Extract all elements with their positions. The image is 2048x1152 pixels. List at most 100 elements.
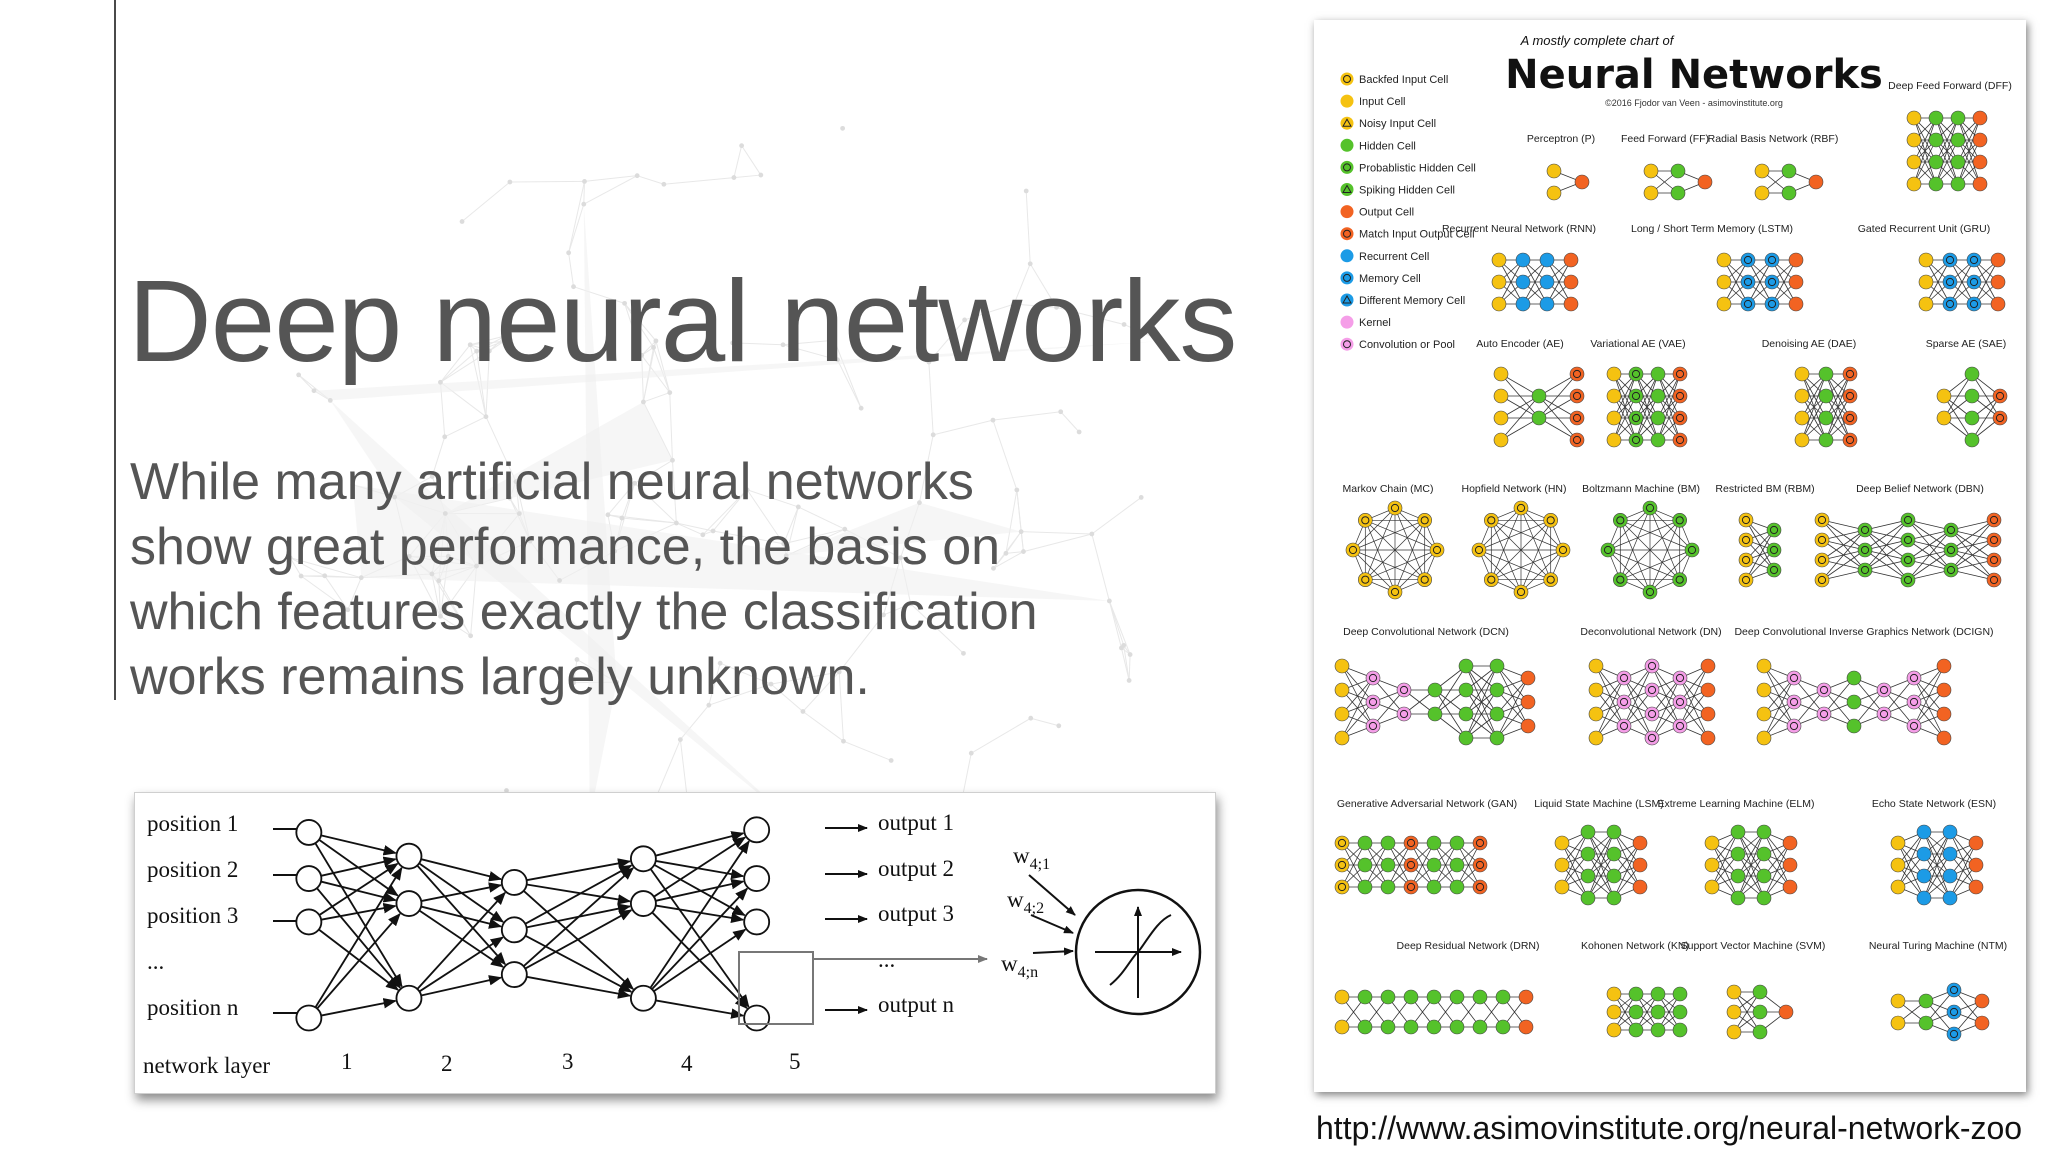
poster-cell <box>1606 366 1622 382</box>
bg-link <box>509 180 585 183</box>
network-name: Variational AE (VAE) <box>1590 338 1685 350</box>
poster-cell <box>1493 410 1509 426</box>
poster-cell <box>1569 388 1585 404</box>
poster-cell-mark <box>1516 503 1526 513</box>
poster-cell <box>1730 868 1746 884</box>
poster-cell <box>1946 982 1962 998</box>
poster-edge <box>1607 549 1651 593</box>
poster-cell <box>1752 1024 1768 1040</box>
poster-cell <box>1543 513 1558 528</box>
bg-link <box>431 436 446 477</box>
poster-cell <box>1606 388 1622 404</box>
body-line: show great performance, the basis on <box>130 518 1001 576</box>
poster-cell-mark <box>1949 985 1959 995</box>
bg-link <box>470 344 490 352</box>
poster-edge <box>1490 507 1522 580</box>
bg-dot <box>962 317 968 323</box>
poster-cell <box>1857 522 1873 538</box>
poster-edge <box>1341 701 1374 739</box>
poster-edge <box>1607 549 1680 581</box>
bg-link <box>708 663 721 706</box>
poster-cell <box>1429 542 1445 558</box>
input-label: ... <box>147 949 164 974</box>
bg-link <box>1016 489 1022 532</box>
poster-cell <box>1588 706 1604 722</box>
poster-cell <box>1842 410 1858 426</box>
poster-cell <box>1334 682 1350 698</box>
poster-cell <box>1632 835 1648 851</box>
poster-cell <box>1794 388 1810 404</box>
poster-cell <box>1426 835 1442 851</box>
input-label: position n <box>147 995 239 1020</box>
poster-cell <box>1946 1004 1962 1020</box>
poster-cell-mark <box>1819 685 1829 695</box>
source-url[interactable]: http://www.asimovinstitute.org/neural-ne… <box>1316 1110 2023 1146</box>
poster-edge <box>1613 373 1637 419</box>
bg-link <box>843 740 892 761</box>
bg-facet <box>330 400 794 822</box>
bg-dot <box>1056 723 1062 729</box>
poster-cell <box>1974 993 1990 1009</box>
poster-cell <box>1403 989 1419 1005</box>
connection-arrow <box>318 928 400 991</box>
bg-dot <box>840 125 846 131</box>
bg-dot <box>1138 495 1144 500</box>
poster-cell <box>1890 835 1906 851</box>
poster-cell-mark <box>1546 516 1555 525</box>
poster-cell <box>1606 1022 1622 1038</box>
poster-networks: Deep Feed Forward (DFF)Perceptron (P)Fee… <box>1334 80 2012 1042</box>
network-name: Gated Recurrent Unit (GRU) <box>1858 223 1990 235</box>
poster-cell <box>1417 513 1432 528</box>
legend-swatch <box>1340 138 1354 152</box>
poster-cell <box>1427 682 1443 698</box>
bg-dot <box>673 520 679 526</box>
poster-edge <box>1763 677 1795 739</box>
bg-link <box>770 671 840 685</box>
poster-cell <box>1756 658 1772 674</box>
poster-cell <box>1563 252 1579 268</box>
poster-cell-mark <box>1989 555 1999 565</box>
poster-cell-mark <box>1432 545 1442 555</box>
poster-cell <box>1380 857 1396 873</box>
poster-cell <box>1704 835 1720 851</box>
connection-arrow <box>418 936 504 993</box>
poster-cell <box>1403 879 1419 895</box>
poster-edge <box>1500 395 1540 419</box>
poster-cell-mark <box>1516 587 1526 597</box>
poster-edge <box>1913 117 1937 185</box>
poster-cell-mark <box>1860 545 1870 555</box>
legend-label: Match Input Output Cell <box>1359 229 1475 241</box>
bg-link <box>1020 531 1024 552</box>
layer-number: 4 <box>681 1051 693 1076</box>
network-name: Recurrent Neural Network (RNN) <box>1442 223 1596 235</box>
poster-edge <box>1864 519 1909 531</box>
legend-swatch <box>1340 72 1354 86</box>
poster-cell <box>1628 410 1644 426</box>
poster-cell-mark <box>1989 535 1999 545</box>
poster-cell <box>1968 879 1984 895</box>
poster-edge <box>1478 549 1551 581</box>
poster-cell-mark <box>1572 391 1582 401</box>
poster-cell-mark <box>1475 838 1485 848</box>
poster-cell <box>1606 1004 1622 1020</box>
legend-label: Noisy Input Cell <box>1359 118 1436 130</box>
poster-cell <box>1968 835 1984 851</box>
poster-cell <box>1600 542 1616 558</box>
poster-cell <box>1942 868 1958 884</box>
bg-link <box>1108 600 1131 655</box>
poster-cell-mark <box>1741 575 1751 585</box>
poster-cell <box>1974 1015 1990 1031</box>
poster-edge <box>1821 569 1866 581</box>
poster-cell <box>1928 154 1944 170</box>
poster-cell <box>1846 694 1862 710</box>
poster-edge <box>1801 395 1827 441</box>
poster-cell <box>1782 857 1798 873</box>
poster-edge <box>1434 665 1467 715</box>
poster-edge <box>1737 853 1765 899</box>
poster-edge <box>1907 569 1952 581</box>
bg-dot <box>459 219 465 224</box>
poster-edge <box>1657 373 1681 419</box>
bg-link <box>802 671 840 712</box>
poster-cell <box>1986 532 2002 548</box>
bg-link <box>289 557 362 579</box>
